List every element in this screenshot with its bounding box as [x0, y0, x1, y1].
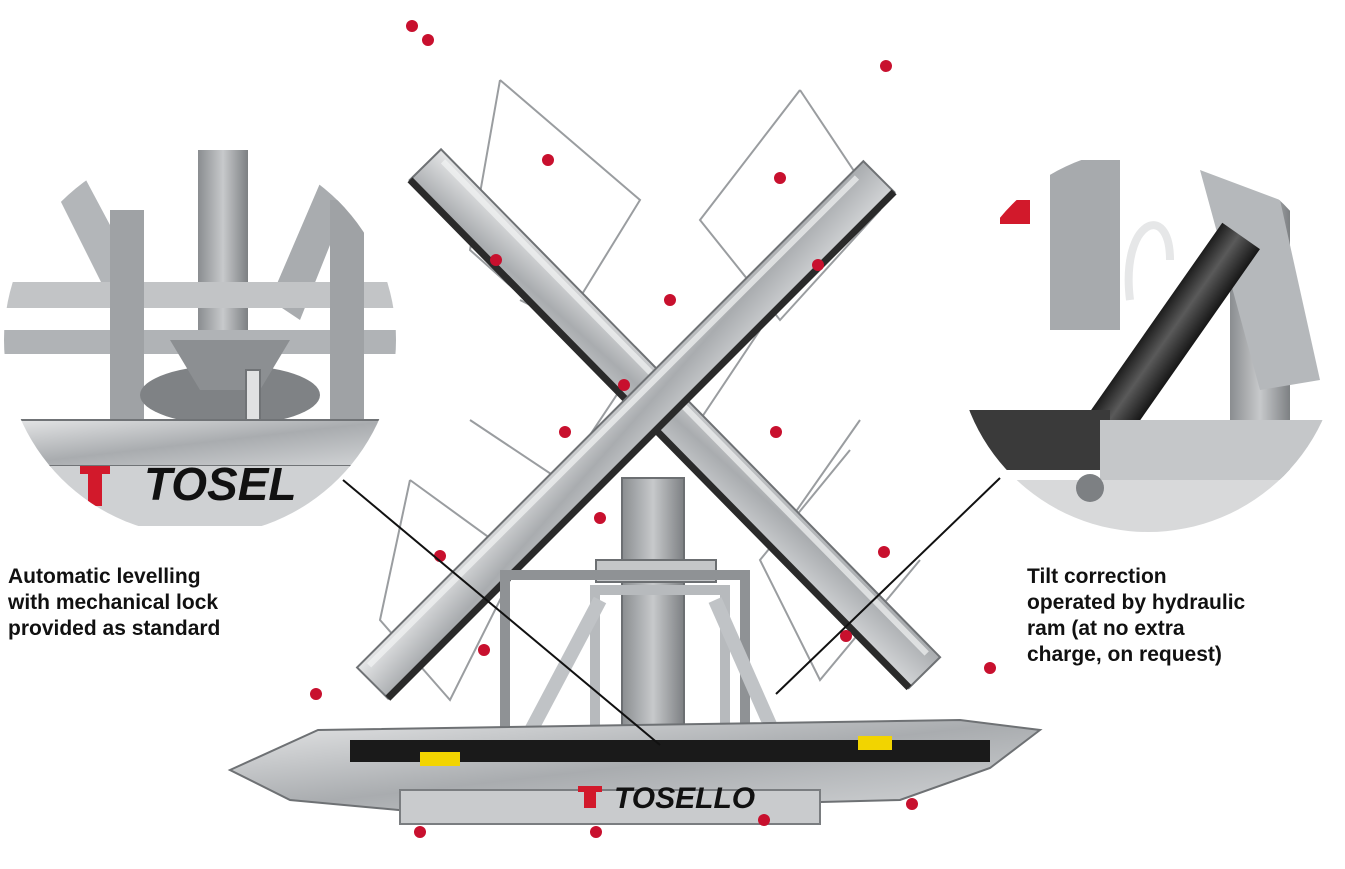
levelling-caption-line-1: Automatic levelling: [8, 565, 201, 588]
leader-line-levelling: [342, 479, 661, 746]
hydraulic-ram-detail-photo: [956, 148, 1340, 532]
levelling-detail-photo: TOSEL: [4, 144, 396, 536]
levelling-caption-line-3: provided as standard: [8, 617, 221, 640]
tilt-caption: Tilt correction operated by hydraulic ra…: [1027, 564, 1245, 668]
tosello-logo: TOSELLO: [578, 782, 755, 815]
tilt-caption-line-4: charge, on request): [1027, 643, 1222, 666]
tilt-caption-line-2: operated by hydraulic: [1027, 591, 1246, 614]
levelling-caption: Automatic levelling with mechanical lock…: [8, 564, 220, 642]
tilt-caption-line-3: ram (at no extra: [1027, 617, 1185, 640]
detail-logo-text: TOSEL: [144, 458, 297, 510]
leader-line-tilt: [775, 477, 1001, 695]
chassis-logo-text: TOSELLO: [614, 782, 755, 815]
tilt-caption-line-1: Tilt correction: [1027, 565, 1167, 588]
levelling-caption-line-2: with mechanical lock: [8, 591, 219, 614]
boom-frame: [227, 20, 1043, 838]
